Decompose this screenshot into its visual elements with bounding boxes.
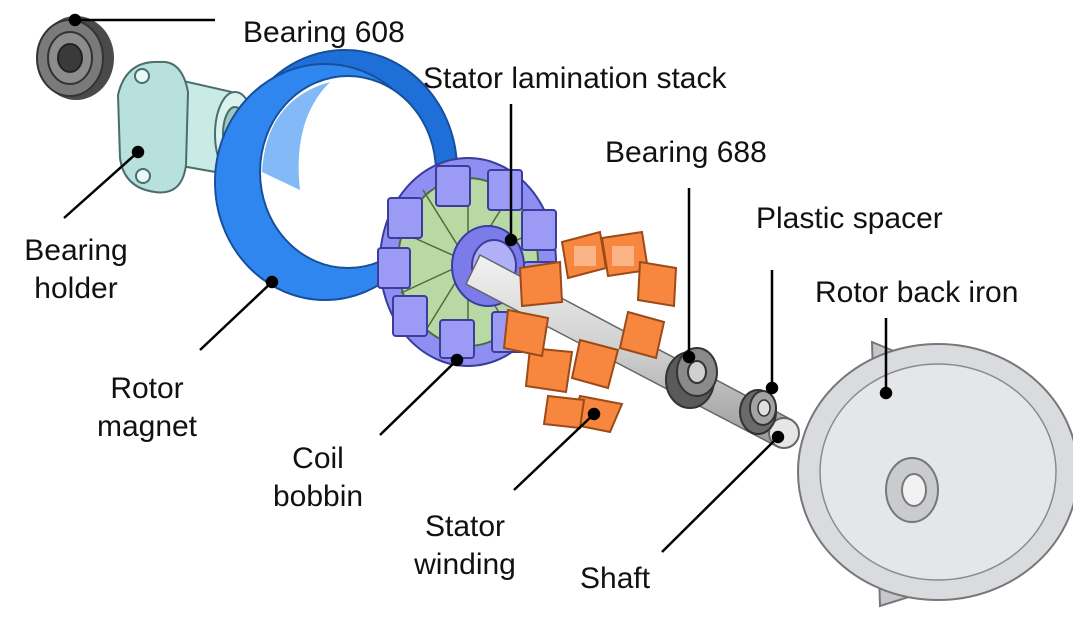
plastic-spacer — [739, 389, 777, 435]
label-rotor-magnet: Rotor magnet — [82, 370, 212, 446]
label-stator-winding: Stator winding — [400, 508, 530, 584]
label-rotor-back-iron: Rotor back iron — [815, 276, 1019, 309]
label-rotor-magnet-line2: magnet — [96, 410, 198, 443]
label-bearing-holder-line1: Bearing — [24, 234, 128, 267]
label-bearing-holder-line2: holder — [34, 272, 118, 305]
label-shaft: Shaft — [580, 562, 651, 595]
label-coil-bobbin-line2: bobbin — [272, 480, 364, 513]
rotor-back-iron — [797, 340, 1073, 608]
bearing-688 — [665, 347, 718, 409]
label-stator-winding-line2: winding — [414, 548, 516, 581]
label-rotor-magnet-line1: Rotor — [110, 372, 184, 405]
label-bearing-holder: Bearing holder — [14, 232, 138, 308]
leader-lines — [63, 13, 893, 553]
bearing-608 — [36, 16, 114, 100]
label-plastic-spacer: Plastic spacer — [756, 202, 943, 235]
label-bearing-608: Bearing 608 — [243, 16, 405, 49]
label-bearing-688: Bearing 688 — [605, 136, 767, 169]
label-coil-bobbin-line1: Coil — [292, 442, 344, 475]
label-coil-bobbin: Coil bobbin — [258, 440, 378, 516]
label-stator-winding-line1: Stator — [424, 510, 506, 543]
label-stator-lamination-stack: Stator lamination stack — [423, 62, 727, 95]
